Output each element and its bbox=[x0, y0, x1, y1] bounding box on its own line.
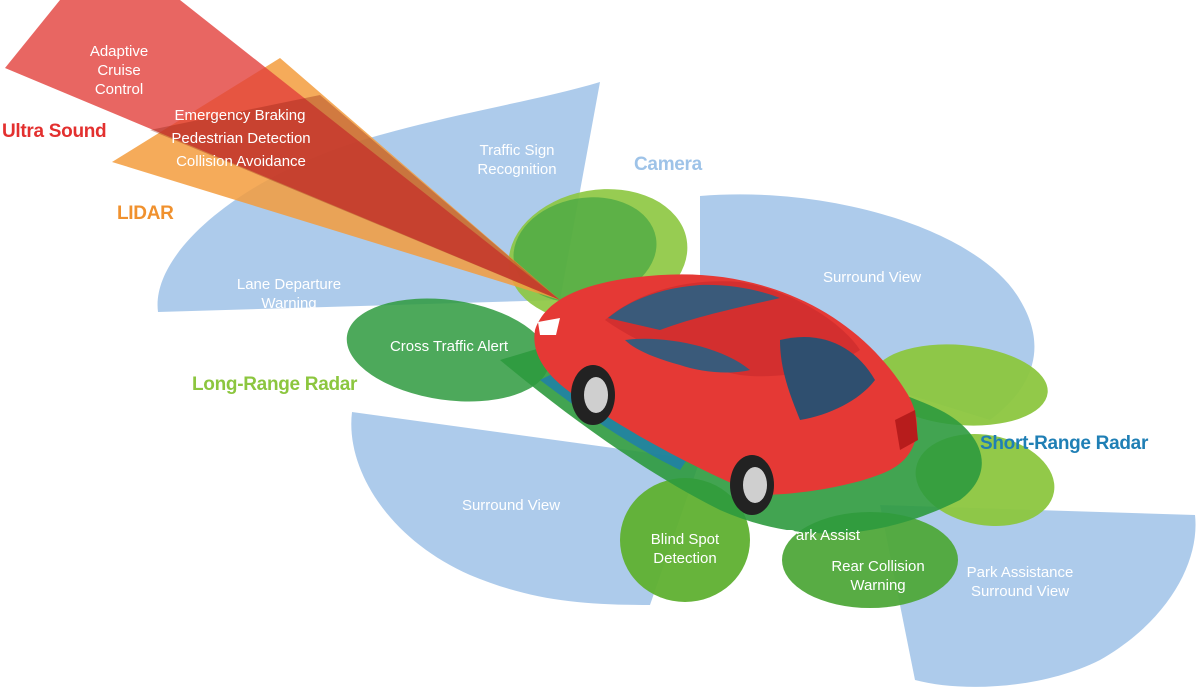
radar-petal-front-top-dark bbox=[513, 197, 657, 303]
radar-petal-cross-traffic bbox=[346, 298, 550, 402]
adaptive-line-1: Adaptive bbox=[89, 43, 149, 60]
label-ultrasound: Ultra Sound bbox=[2, 121, 107, 142]
label-collision-avoidance: Collision Avoidance bbox=[176, 153, 306, 170]
camera-fan-left bbox=[351, 412, 700, 605]
park-line-1: Park Assistance bbox=[966, 564, 1074, 581]
label-park-assist: Park Assist bbox=[785, 527, 861, 544]
label-cross-traffic-alert: Cross Traffic Alert bbox=[389, 338, 509, 355]
label-blind-spot-detection: Blind Spot Detection bbox=[651, 530, 719, 568]
park-line-2: Surround View bbox=[970, 583, 1070, 600]
label-lane-departure-warning: Lane Departure Warning bbox=[237, 275, 341, 313]
car-wheel-rear-rim bbox=[743, 467, 767, 503]
ultrasound-beam bbox=[5, 0, 560, 300]
label-long-range-radar: Long-Range Radar bbox=[192, 374, 358, 395]
label-short-range-radar: Short-Range Radar bbox=[980, 433, 1149, 454]
label-surround-view-left: Surround View bbox=[461, 497, 561, 514]
adaptive-line-2: Cruise bbox=[97, 62, 141, 79]
radar-petal-rear-collision bbox=[782, 512, 958, 608]
car-rear-window bbox=[780, 336, 875, 420]
label-traffic-sign-recognition: Traffic Sign Recognition bbox=[477, 141, 556, 179]
blind-line-2: Detection bbox=[653, 550, 717, 567]
label-adaptive-cruise-control: Adaptive Cruise Control bbox=[90, 42, 148, 99]
car-taillight bbox=[895, 410, 918, 450]
adaptive-line-3: Control bbox=[94, 81, 144, 98]
lane-line-2: Warning bbox=[261, 295, 317, 312]
car-windshield bbox=[608, 284, 780, 330]
label-park-assistance-surround-view: Park Assistance Surround View bbox=[967, 563, 1074, 601]
car-side-window bbox=[625, 338, 750, 373]
label-surround-view-right: Surround View bbox=[822, 269, 922, 286]
car-illustration bbox=[534, 274, 918, 515]
blind-line-1: Blind Spot bbox=[650, 531, 720, 548]
camera-fan-rear bbox=[880, 505, 1196, 687]
label-rear-collision-warning: Rear Collision Warning bbox=[831, 557, 924, 595]
label-emergency-braking: Emergency Braking bbox=[174, 107, 306, 124]
radar-petal-blind-spot bbox=[620, 478, 750, 602]
label-lidar: LIDAR bbox=[117, 203, 174, 224]
car-wheel-front-rim bbox=[584, 377, 608, 413]
rear-line-2: Warning bbox=[850, 577, 906, 594]
label-camera: Camera bbox=[634, 154, 702, 175]
beam-overlap bbox=[150, 95, 560, 300]
traffic-line-1: Traffic Sign bbox=[479, 142, 555, 159]
traffic-line-2: Recognition bbox=[477, 161, 557, 178]
label-pedestrian-detection: Pedestrian Detection bbox=[171, 130, 311, 147]
lane-line-1: Lane Departure bbox=[236, 276, 342, 293]
rear-line-1: Rear Collision bbox=[831, 558, 925, 575]
car-headlight bbox=[538, 318, 560, 335]
